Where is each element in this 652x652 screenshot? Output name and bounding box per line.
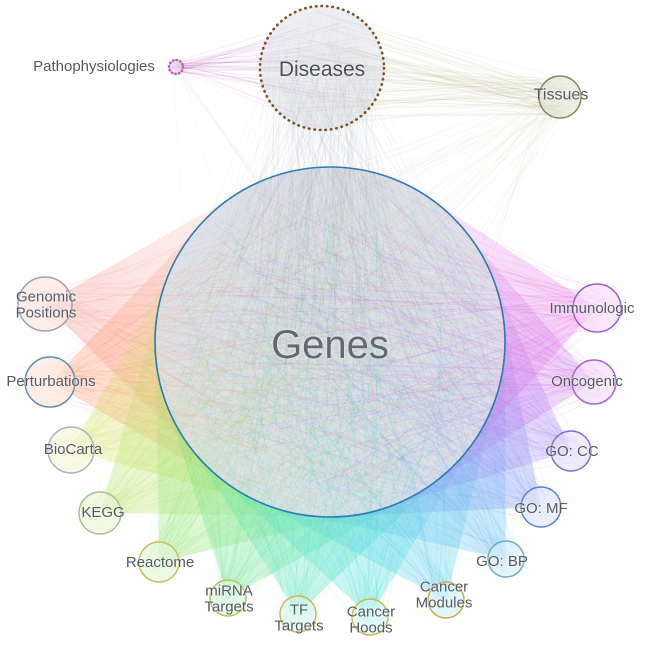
bundle-tissues-genes <box>177 80 579 486</box>
node-immunologic[interactable] <box>572 283 622 333</box>
bundle-genes-go_bp <box>170 178 518 574</box>
node-genes[interactable] <box>154 166 506 518</box>
node-go_cc[interactable] <box>550 430 592 472</box>
fan-go_cc <box>392 281 571 506</box>
node-cancer_modules[interactable] <box>427 581 465 619</box>
bundle-pathophysiologies-diseases <box>170 21 377 127</box>
bundle-diseases-genes <box>172 9 490 498</box>
node-tf_targets[interactable] <box>279 595 317 633</box>
fan-mirna_targets <box>167 406 404 598</box>
node-circles <box>17 4 622 636</box>
node-genomic_positions[interactable] <box>17 276 73 332</box>
node-oncogenic[interactable] <box>571 359 617 405</box>
bundle-pathophysiologies-genes <box>170 62 440 472</box>
fan-wedges <box>45 197 597 617</box>
bundle-genes-immunologic <box>162 175 614 502</box>
bundle-genes-genomic_positions <box>23 196 485 501</box>
fan-immunologic <box>435 202 597 451</box>
bundle-tissues-diseases <box>272 10 579 127</box>
node-diseases[interactable] <box>258 4 386 132</box>
node-pathophysiologies[interactable] <box>167 58 185 76</box>
node-tissues[interactable] <box>538 75 582 119</box>
bundle-genes-mirna_targets <box>162 173 487 613</box>
node-perturbations[interactable] <box>24 356 76 408</box>
genes-fill <box>155 167 505 517</box>
node-go_mf[interactable] <box>520 486 562 528</box>
node-biocarta[interactable] <box>47 426 95 474</box>
bundle-genes-cancer_modules <box>168 178 477 614</box>
bundle-genes-kegg <box>86 172 497 530</box>
bundle-genes-tf_targets <box>168 173 500 629</box>
node-go_bp[interactable] <box>487 540 525 578</box>
bundle-genes-go_mf <box>165 177 556 523</box>
node-cancer_hoods[interactable] <box>351 598 389 636</box>
fan-cancer_modules <box>260 396 497 600</box>
fan-kegg <box>100 306 315 517</box>
node-kegg[interactable] <box>78 491 122 535</box>
edge-bundles <box>23 9 614 632</box>
node-mirna_targets[interactable] <box>209 579 247 617</box>
bundle-genes-oncogenic <box>178 179 612 506</box>
bundle-genes-reactome <box>143 176 480 576</box>
node-reactome[interactable] <box>138 541 180 583</box>
